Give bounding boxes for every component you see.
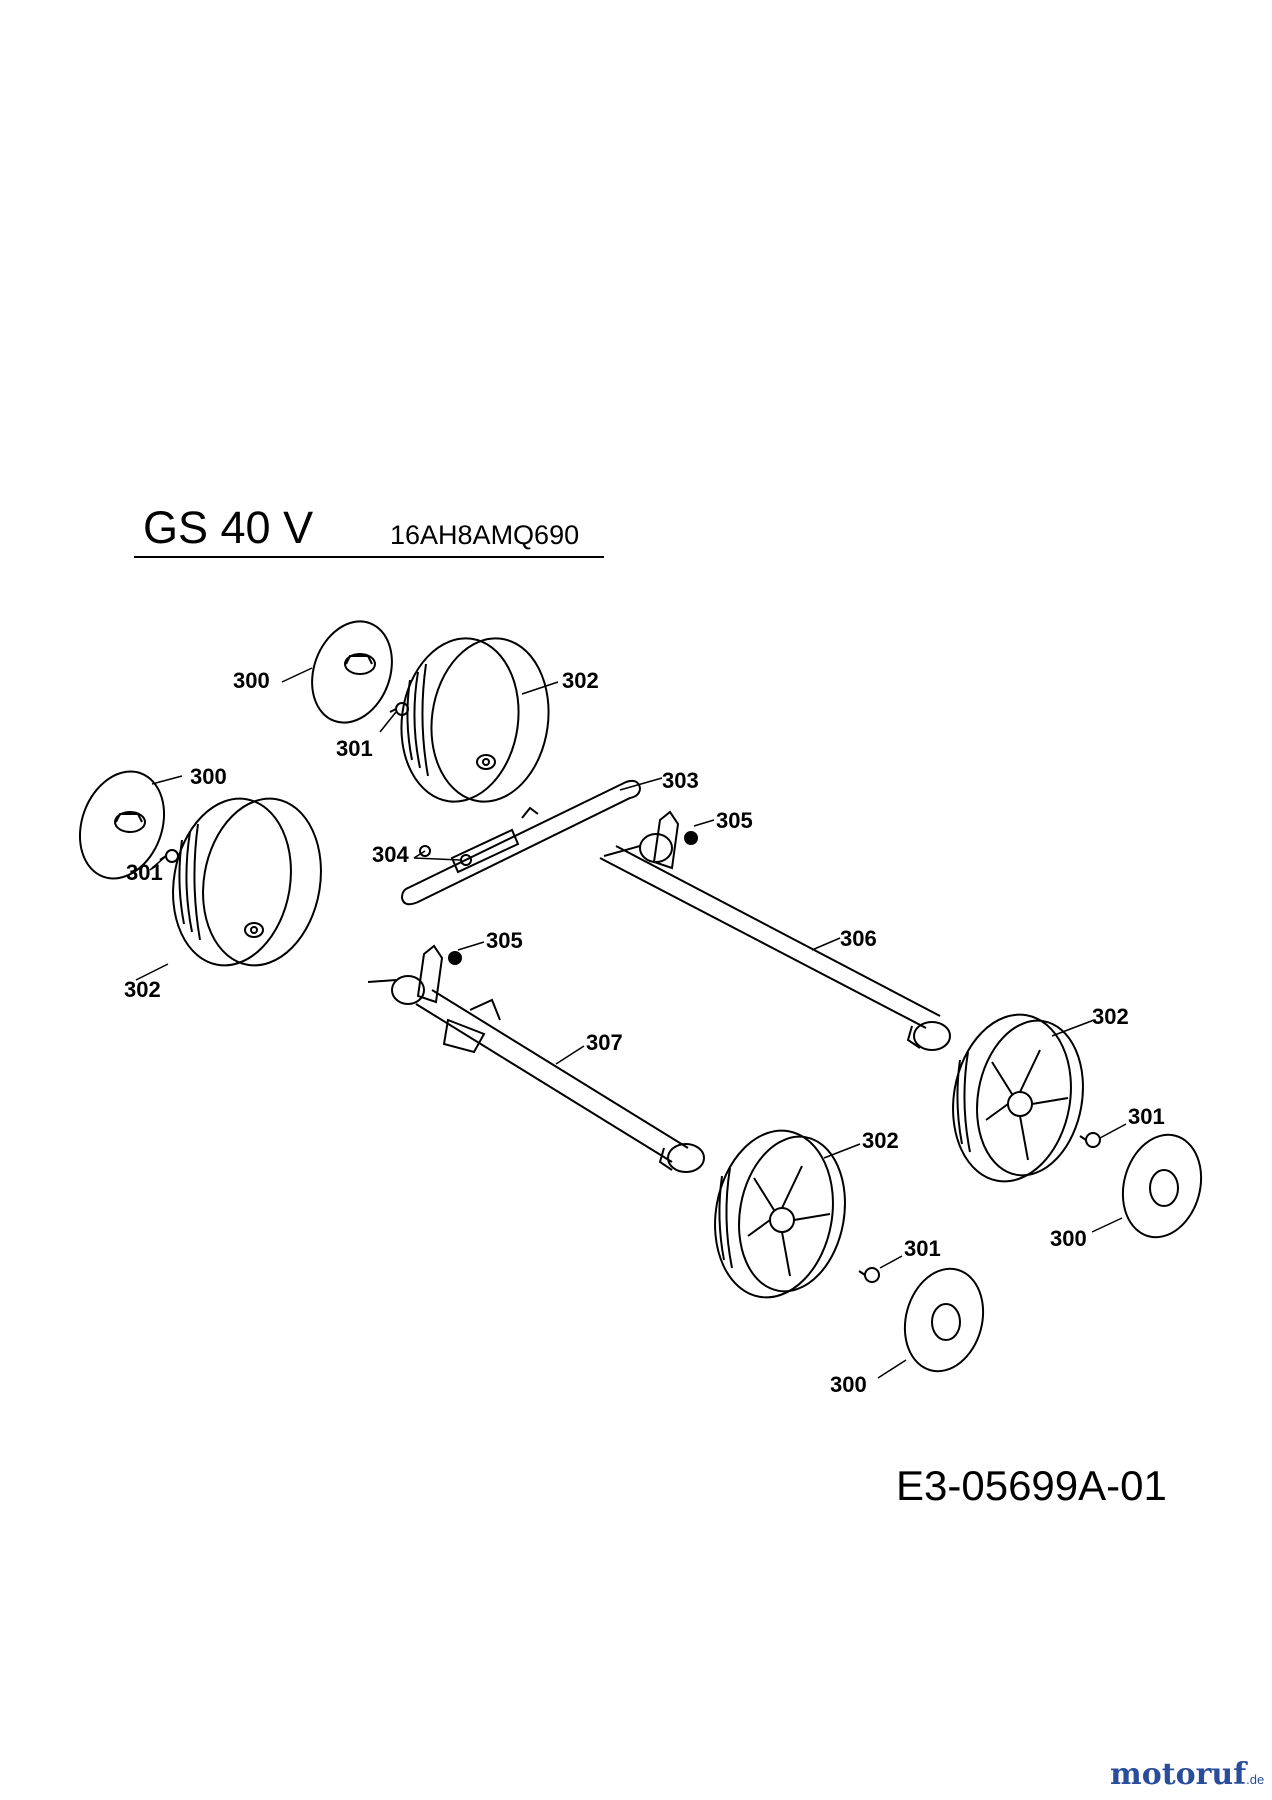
nut-part bbox=[448, 951, 462, 965]
callout-306: 306 bbox=[840, 926, 877, 951]
callout-300: 300 bbox=[1050, 1226, 1087, 1251]
callout-305: 305 bbox=[486, 928, 523, 953]
hub-cap-part bbox=[311, 620, 393, 724]
wheel-part bbox=[172, 797, 322, 967]
hub-cap-part bbox=[1121, 1133, 1203, 1239]
hub-cap-part bbox=[903, 1267, 985, 1373]
callout-304: 304 bbox=[372, 842, 409, 867]
rear-axle-part bbox=[599, 810, 951, 1051]
callout-301: 301 bbox=[336, 736, 373, 761]
bolt-part bbox=[389, 702, 409, 716]
watermark-domain: .de bbox=[1246, 1772, 1265, 1787]
wheel-part bbox=[714, 1129, 846, 1299]
callout-301: 301 bbox=[1128, 1104, 1165, 1129]
callout-303: 303 bbox=[662, 768, 699, 793]
callout-302: 302 bbox=[862, 1128, 899, 1153]
title-underline bbox=[134, 556, 604, 558]
leader-lines bbox=[135, 667, 1127, 1379]
wheel-part bbox=[952, 1013, 1084, 1183]
watermark-logo: motoruf.de bbox=[1110, 1757, 1264, 1792]
bolt-part bbox=[1079, 1132, 1101, 1148]
callout-305: 305 bbox=[716, 808, 753, 833]
callout-300: 300 bbox=[830, 1372, 867, 1397]
callout-300: 300 bbox=[233, 668, 270, 693]
callout-300: 300 bbox=[190, 764, 227, 789]
model-number: 16AH8AMQ690 bbox=[390, 520, 580, 550]
callout-301: 301 bbox=[904, 1236, 941, 1261]
hub-cap-part bbox=[78, 770, 166, 880]
diagram-code: E3-05699A-01 bbox=[896, 1462, 1167, 1509]
diagram-title: GS 40 V bbox=[143, 502, 314, 553]
watermark-brand: motoruf bbox=[1110, 1757, 1247, 1792]
callout-302: 302 bbox=[562, 668, 599, 693]
nut-part bbox=[684, 831, 698, 845]
height-adjust-lever-part bbox=[400, 779, 642, 906]
wheel-part bbox=[400, 637, 550, 803]
callout-307: 307 bbox=[586, 1030, 623, 1055]
bolt-part bbox=[858, 1267, 880, 1283]
callout-302: 302 bbox=[124, 977, 161, 1002]
nut-part bbox=[419, 845, 472, 866]
callout-302: 302 bbox=[1092, 1004, 1129, 1029]
front-axle-part bbox=[367, 944, 705, 1173]
callout-301: 301 bbox=[126, 860, 163, 885]
